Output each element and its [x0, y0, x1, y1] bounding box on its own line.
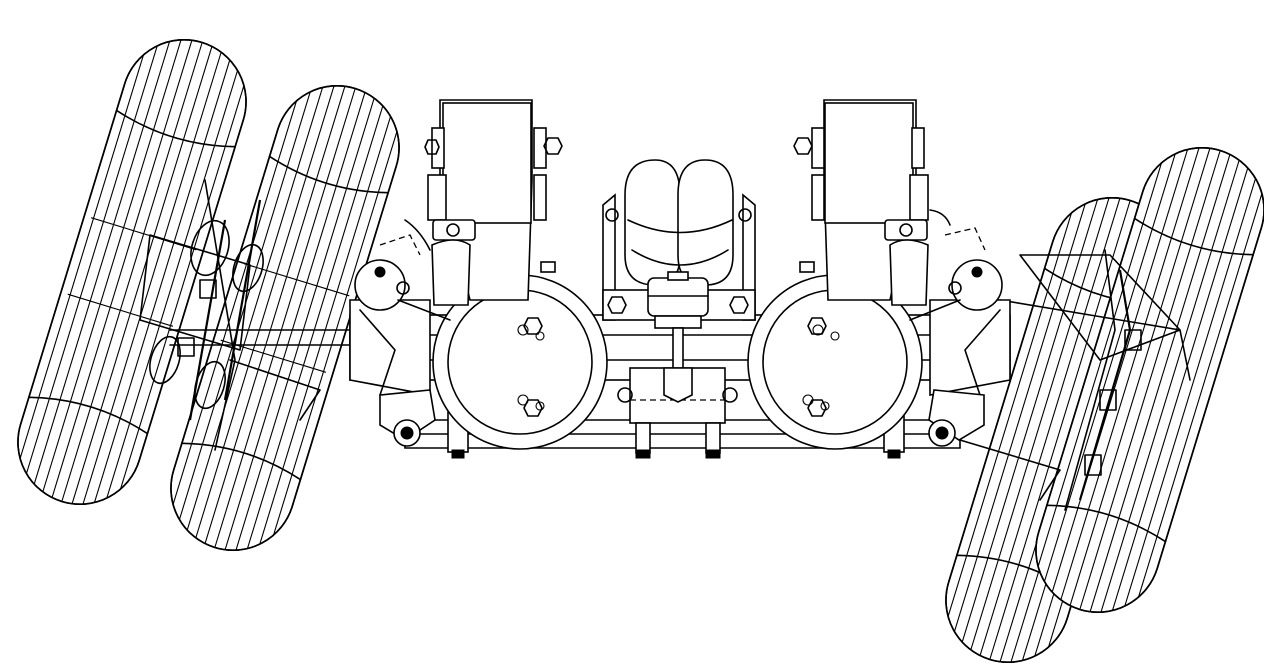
tread-groove — [1129, 165, 1264, 626]
tread-groove — [224, 91, 366, 551]
tread-groove — [41, 36, 183, 496]
center-air-bag — [624, 159, 734, 286]
tread-groove — [184, 79, 326, 539]
tread-groove — [1059, 144, 1201, 604]
right-hanger-bracket — [793, 99, 929, 301]
tread-groove — [214, 88, 356, 548]
left-outer-tire — [11, 26, 253, 518]
tread-groove — [81, 48, 223, 508]
left-pivot — [354, 234, 421, 311]
center-chamber — [647, 271, 709, 379]
tread-groove — [1049, 141, 1191, 601]
tread-groove — [244, 97, 386, 557]
tread-groove — [969, 194, 1111, 654]
tread-groove — [11, 26, 153, 487]
tread-groove — [989, 200, 1131, 660]
tread-groove — [194, 82, 336, 542]
tread-groove — [234, 94, 376, 554]
tread-groove — [1069, 147, 1211, 607]
left-bushing — [393, 419, 421, 447]
tread-groove — [51, 39, 193, 499]
left-hub-assembly — [139, 179, 351, 451]
tread-groove — [101, 54, 243, 514]
tread-groove — [1079, 150, 1221, 610]
tread-groove — [111, 57, 253, 518]
tread-groove — [91, 51, 233, 511]
right-outer-tire — [1029, 134, 1264, 626]
tread-groove — [949, 188, 1091, 648]
right-shock-absorber — [884, 219, 929, 306]
tread-groove — [959, 191, 1101, 651]
tread-groove — [31, 33, 173, 493]
trailing-arms — [397, 209, 961, 321]
tread-groove — [1039, 138, 1181, 598]
tread-groove — [979, 197, 1121, 657]
tread-groove — [21, 30, 163, 490]
tread-groove — [1119, 162, 1261, 622]
tread-groove — [1029, 134, 1171, 595]
tread-groove — [264, 103, 406, 564]
right-bushing — [928, 419, 956, 447]
tread-groove — [939, 184, 1081, 645]
tread-groove — [1109, 159, 1251, 619]
tread-groove — [1099, 156, 1241, 616]
left-shock-absorber — [431, 219, 476, 306]
tread-groove — [1089, 153, 1231, 613]
right-pivot — [944, 227, 1003, 311]
tread-groove — [204, 85, 346, 545]
tread-groove — [61, 42, 203, 502]
tread-groove — [164, 72, 306, 533]
tread-groove — [71, 45, 213, 505]
right-hub-assembly — [959, 249, 1191, 511]
center-housing — [617, 367, 738, 459]
